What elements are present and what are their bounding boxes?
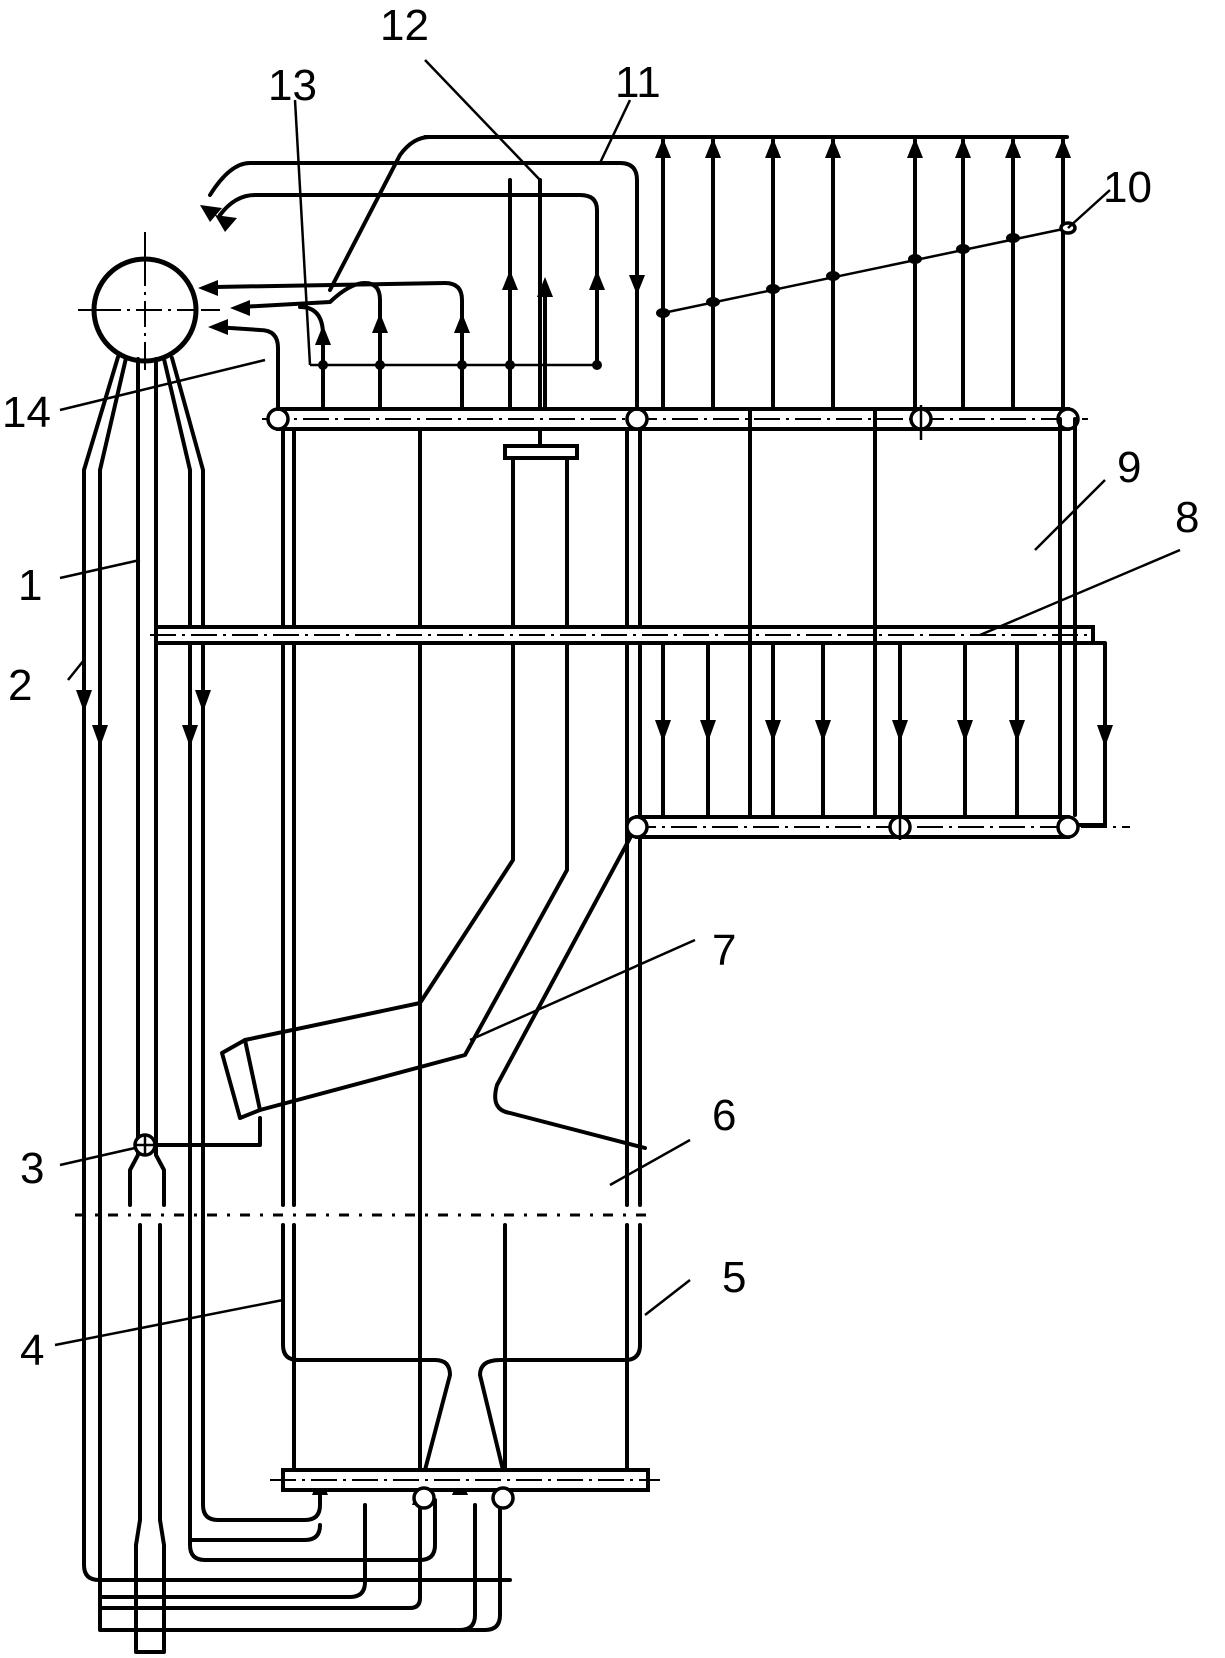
steam-drum (78, 232, 220, 370)
label-5: 5 (722, 1253, 746, 1302)
label-12: 12 (380, 1, 429, 50)
label-4: 4 (20, 1326, 44, 1375)
burner-duct (133, 178, 579, 1157)
rear-wall (493, 823, 647, 1150)
label-8: 8 (1175, 493, 1199, 542)
label-10: 10 (1103, 163, 1152, 212)
label-7: 7 (712, 926, 736, 975)
middle-header (150, 625, 1095, 645)
lower-convection-header (625, 815, 1130, 840)
label-1: 1 (18, 561, 42, 610)
label-9: 9 (1117, 443, 1141, 492)
label-14: 14 (2, 388, 51, 437)
downcomer-pipes (82, 355, 512, 1654)
tie-line-13 (310, 360, 602, 370)
label-13: 13 (268, 61, 317, 110)
bottom-header (270, 1468, 660, 1510)
downflow-tubes (655, 641, 1113, 819)
label-11: 11 (615, 58, 661, 107)
convection-tubes (748, 407, 1107, 827)
leader-lines (54, 59, 1181, 1347)
riser-tubes (423, 135, 1071, 411)
steam-return-pipes (198, 135, 645, 411)
top-header (262, 405, 1088, 440)
label-3: 3 (20, 1144, 44, 1193)
label-6: 6 (712, 1091, 736, 1140)
furnace-walls (281, 408, 642, 1472)
callout-labels: 1 2 3 4 5 6 7 8 9 10 11 12 13 14 (2, 1, 1199, 1375)
label-2: 2 (8, 661, 32, 710)
